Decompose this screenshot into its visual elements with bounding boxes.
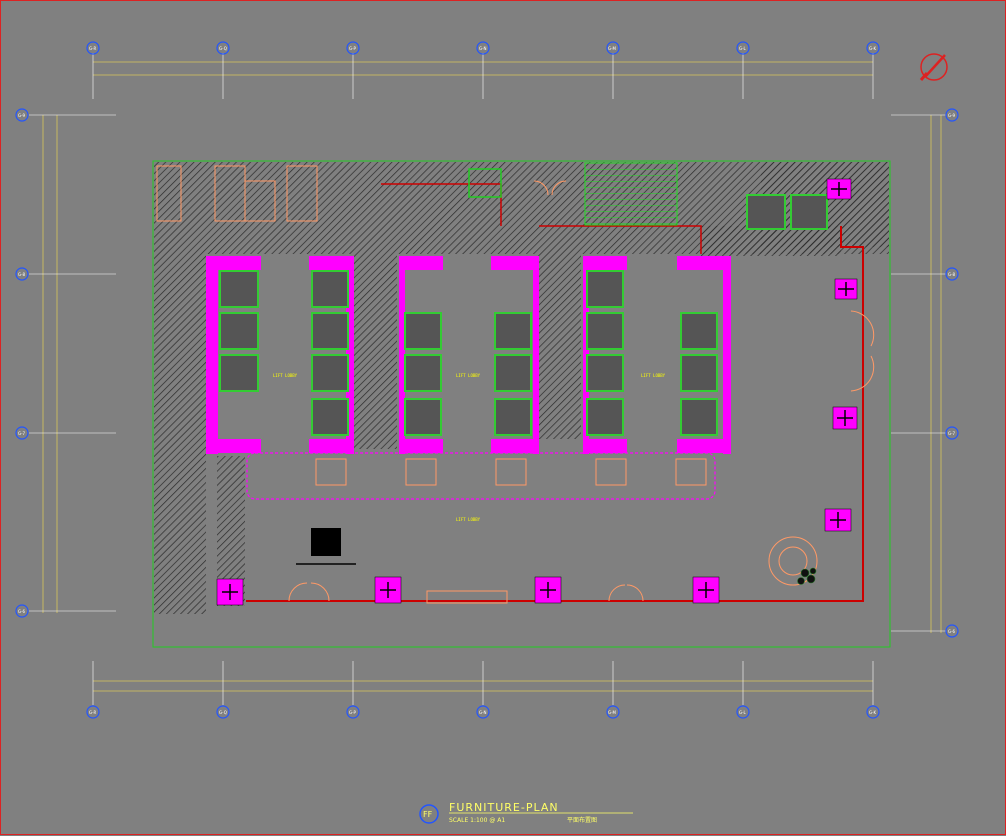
grid-bubbles-left	[15, 108, 29, 618]
lobby-label: LIFT LOBBY	[456, 373, 481, 378]
grid-bubbles-bottom	[86, 705, 880, 719]
lobby-furniture	[315, 458, 707, 486]
core-walls	[206, 256, 731, 454]
drawing-scale: SCALE 1:100 @ A1	[449, 817, 505, 824]
grid-label-col: G-M	[608, 46, 617, 51]
lobby-labels: LIFT LOBBY LIFT LOBBY LIFT LOBBY LIFT LO…	[273, 373, 666, 522]
round-feature	[768, 536, 818, 586]
grid-label-col: G-R	[89, 710, 97, 715]
grid-label-row: G-7	[18, 431, 26, 436]
grid-lines	[29, 53, 946, 705]
drawing-title: FURNITURE-PLAN	[449, 801, 559, 814]
grid-label-col: G-R	[89, 46, 97, 51]
toilet-block	[156, 165, 318, 222]
lobby-label: LIFT LOBBY	[456, 517, 481, 522]
main-stair	[584, 162, 678, 226]
floor-boundary	[152, 160, 891, 648]
lift-cars	[219, 194, 828, 436]
title-block: FF FURNITURE-PLAN SCALE 1:100 @ A1 平面布置图	[419, 801, 633, 824]
shaft-box	[468, 168, 502, 198]
grid-label-col: G-P	[349, 710, 357, 715]
grid-label-col: G-P	[349, 46, 357, 51]
grid-label-col: G-L	[739, 46, 747, 51]
grid-label-row: G-6	[948, 629, 956, 634]
grid-label-row: G-8	[18, 272, 26, 277]
title-badge	[419, 804, 439, 824]
grid-label-row: G-7	[948, 431, 956, 436]
doors	[288, 180, 875, 602]
north-arrow-icon	[919, 53, 948, 81]
drawing-title-cn: 平面布置图	[567, 816, 597, 824]
bench	[426, 590, 508, 604]
grid-label-col: G-N	[479, 710, 487, 715]
grid-label-col: G-K	[869, 46, 877, 51]
pillars	[216, 178, 858, 606]
lobby-label: LIFT LOBBY	[641, 373, 666, 378]
title-badge-text: FF	[423, 810, 433, 819]
grid-label-row: G-8	[948, 272, 956, 277]
perimeter-walls	[246, 226, 864, 602]
grid-label-col: G-Q	[219, 46, 227, 51]
grid-label-col: G-K	[869, 710, 877, 715]
reception-desk	[311, 528, 341, 556]
grid-label-row: G-9	[18, 113, 26, 118]
plant-icon	[797, 567, 817, 585]
grid-label-col: G-L	[739, 710, 747, 715]
grid-label-col: G-M	[608, 710, 617, 715]
lobby-label: LIFT LOBBY	[273, 373, 298, 378]
grid-bubbles-right	[945, 108, 959, 638]
grid-bubbles-top	[86, 41, 880, 55]
grid-label-col: G-Q	[219, 710, 227, 715]
grid-label-row: G-6	[18, 609, 26, 614]
grid-labels: G-R G-Q G-P G-N G-M G-L G-K G-R G-Q G-P …	[18, 46, 956, 715]
grid-label-row: G-9	[948, 113, 956, 118]
corridor-boundary	[246, 452, 716, 500]
grid-label-col: G-N	[479, 46, 487, 51]
